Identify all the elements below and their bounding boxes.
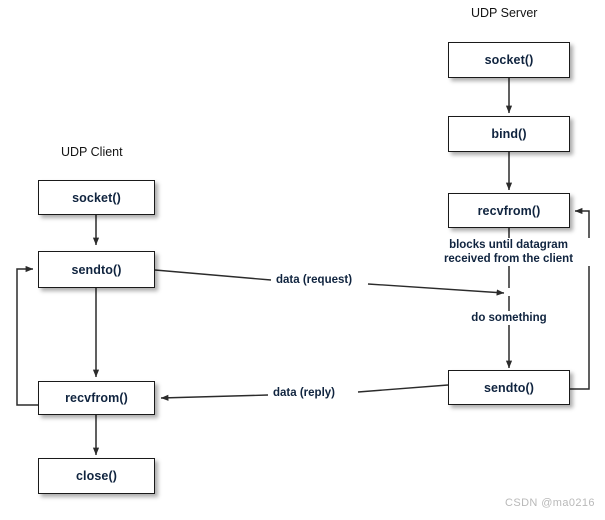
client-recvfrom-box[interactable]: recvfrom() xyxy=(38,381,155,415)
client-close-label: close() xyxy=(76,469,117,483)
client-socket-box[interactable]: socket() xyxy=(38,180,155,215)
server-sendto-box[interactable]: sendto() xyxy=(448,370,570,405)
server-bind-box[interactable]: bind() xyxy=(448,116,570,152)
server-bind-label: bind() xyxy=(491,127,527,141)
data-request-label: data (request) xyxy=(272,274,357,286)
do-something-label: do something xyxy=(471,312,547,324)
server-sendto-label: sendto() xyxy=(483,380,535,395)
blocks-note: blocks until datagram received from the … xyxy=(427,238,590,266)
do-something-note: do something xyxy=(455,311,563,325)
server-socket-label: socket() xyxy=(484,53,534,67)
client-recvfrom-label: recvfrom() xyxy=(65,391,128,405)
data-reply-label: data (reply) xyxy=(269,387,339,399)
client-close-box[interactable]: close() xyxy=(38,458,155,494)
blocks-note-line1: blocks until datagram xyxy=(449,239,568,251)
blocks-note-line2: received from the client xyxy=(443,253,574,265)
client-sendto-box[interactable]: sendto() xyxy=(38,251,155,288)
watermark: CSDN @ma0216 xyxy=(505,497,595,509)
server-recvfrom-label: recvfrom() xyxy=(477,203,541,218)
client-sendto-label: sendto() xyxy=(71,262,122,277)
server-socket-box[interactable]: socket() xyxy=(448,42,570,78)
server-title: UDP Server xyxy=(471,6,538,20)
client-socket-label: socket() xyxy=(72,190,121,205)
server-recvfrom-box[interactable]: recvfrom() xyxy=(448,193,570,228)
client-title: UDP Client xyxy=(61,145,123,159)
